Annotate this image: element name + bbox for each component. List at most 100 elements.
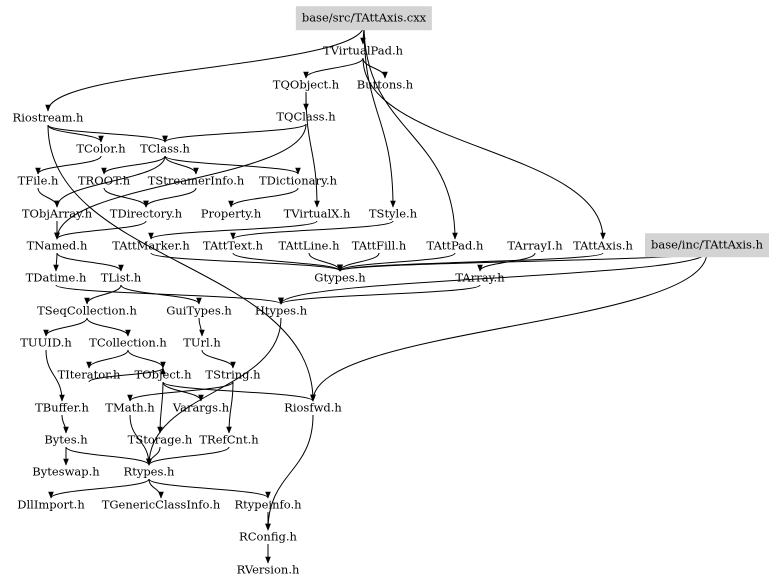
node-property[interactable]: Property.h <box>200 206 262 221</box>
edge-tqclass-to-tnamed <box>54 123 307 240</box>
edge-tclass-to-troot <box>101 155 166 175</box>
edge-root-to-tattpad <box>363 24 458 240</box>
node-tattline[interactable]: TAttLine.h <box>278 238 340 253</box>
edge-titerator-to-tobject <box>88 367 166 383</box>
edge-tobject-to-tstorage <box>157 381 164 434</box>
node-tqobject[interactable]: TQObject.h <box>272 77 340 92</box>
edge-tcollection-to-tobject <box>127 349 166 369</box>
node-gtypes[interactable]: Gtypes.h <box>314 270 366 285</box>
node-tclass[interactable]: TClass.h <box>140 141 190 156</box>
edge-tqobject-to-tvirtualx <box>305 91 320 208</box>
node-riosfwd[interactable]: Riosfwd.h <box>284 400 342 415</box>
edge-tuuid-to-tbuffer <box>45 349 65 402</box>
node-tdirectory[interactable]: TDirectory.h <box>109 206 183 221</box>
node-tobjarray[interactable]: TObjArray.h <box>21 206 93 221</box>
node-tatttext[interactable]: TAttText.h <box>202 238 264 253</box>
node-tcollection[interactable]: TCollection.h <box>89 335 167 350</box>
edge-tattpad-to-gtypes <box>337 252 456 272</box>
edge-tatttext-to-gtypes <box>232 252 343 272</box>
node-tattpad[interactable]: TAttPad.h <box>426 238 484 253</box>
edge-tclass-to-tobjarray <box>54 155 166 208</box>
edge-trefcnt-to-rtypes <box>146 446 230 466</box>
node-inctattaxis[interactable]: base/inc/TAttAxis.h <box>644 233 770 257</box>
node-tlist[interactable]: TList.h <box>100 270 142 285</box>
edge-tattaxis-to-gtypes <box>337 252 604 272</box>
edge-tseqcollection-to-tuuid <box>43 317 88 337</box>
edge-turl-to-tstring <box>201 349 236 369</box>
node-tobject[interactable]: TObject.h <box>134 367 192 382</box>
edge-tattfill-to-gtypes <box>337 252 380 272</box>
node-trefcnt[interactable]: TRefCnt.h <box>199 432 259 447</box>
node-tdatime[interactable]: TDatime.h <box>25 270 87 285</box>
edge-tnamed-to-tlist <box>56 252 124 272</box>
node-root[interactable]: base/src/TAttAxis.cxx <box>295 6 433 30</box>
node-tstorage[interactable]: TStorage.h <box>127 432 193 447</box>
edge-tseqcollection-to-tcollection <box>86 317 131 337</box>
node-dllimport[interactable]: DllImport.h <box>17 497 85 512</box>
node-tuuid[interactable]: TUUID.h <box>20 335 72 350</box>
node-tbuffer[interactable]: TBuffer.h <box>35 400 89 415</box>
edge-rtypes-to-dllimport <box>48 478 150 499</box>
node-tgenericclassinfo[interactable]: TGenericClassInfo.h <box>101 497 221 512</box>
node-tattaxis[interactable]: TAttAxis.h <box>573 238 633 253</box>
node-tmath[interactable]: TMath.h <box>105 400 155 415</box>
node-turl[interactable]: TUrl.h <box>183 335 221 350</box>
node-tcolor[interactable]: TColor.h <box>76 141 126 156</box>
node-tstring[interactable]: TString.h <box>205 367 261 382</box>
edge-bytes-to-rtypes <box>65 446 152 466</box>
node-tqclass[interactable]: TQClass.h <box>276 109 336 124</box>
edge-tstring-to-trefcnt <box>226 381 234 434</box>
node-tarray[interactable]: TArray.h <box>455 270 505 285</box>
node-rversion[interactable]: RVersion.h <box>236 562 300 577</box>
node-tattmarker[interactable]: TAttMarker.h <box>112 238 190 253</box>
node-tfile[interactable]: TFile.h <box>17 173 59 188</box>
node-byteswap[interactable]: Byteswap.h <box>32 464 100 479</box>
edge-tdictionary-to-property <box>228 187 299 208</box>
node-rconfig[interactable]: RConfig.h <box>239 529 297 544</box>
node-tseqcollection[interactable]: TSeqCollection.h <box>37 303 137 318</box>
edge-root-to-riostream <box>45 24 365 112</box>
edge-tdirectory-to-tnamed <box>54 220 147 240</box>
edge-guitypes-to-turl <box>198 317 205 337</box>
edge-inctattaxis-to-htypes <box>278 251 708 305</box>
node-tstyle[interactable]: TStyle.h <box>368 206 418 221</box>
node-tvirtualx[interactable]: TVirtualX.h <box>283 206 351 221</box>
edge-tobject-to-riosfwd <box>162 381 316 402</box>
node-tstreamerinfo[interactable]: TStreamerInfo.h <box>147 173 245 188</box>
node-varargs[interactable]: Varargs.h <box>172 400 230 415</box>
node-guitypes[interactable]: GuiTypes.h <box>166 303 232 318</box>
edge-riostream-to-tcolor <box>47 124 104 143</box>
node-tdictionary[interactable]: TDictionary.h <box>258 173 338 188</box>
edge-tarray-to-htypes <box>278 284 481 305</box>
node-rtypes[interactable]: Rtypes.h <box>123 464 175 479</box>
node-tattfill[interactable]: TAttFill.h <box>351 238 407 253</box>
edge-troot-to-tdirectory <box>103 187 149 208</box>
node-troot[interactable]: TROOT.h <box>77 173 131 188</box>
node-titerator[interactable]: TIterator.h <box>57 367 121 382</box>
node-bytes[interactable]: Bytes.h <box>44 432 88 447</box>
node-riostream[interactable]: Riostream.h <box>12 110 84 125</box>
node-tarrayi[interactable]: TArrayI.h <box>507 238 563 253</box>
edge-root-to-tstyle <box>363 24 396 208</box>
node-tvirtualpad[interactable]: TVirtualPad.h <box>322 43 404 58</box>
edge-tvirtualpad-to-tqobject <box>303 57 364 79</box>
edge-tvirtualpad-to-tattaxis <box>362 57 606 240</box>
edge-tqclass-to-tclass <box>162 123 307 143</box>
edge-tfile-to-tobjarray <box>37 187 60 208</box>
edge-inctattaxis-to-riosfwd <box>310 251 708 402</box>
edge-riosfwd-to-rconfig <box>265 414 314 531</box>
node-htypes[interactable]: Htypes.h <box>254 303 308 318</box>
node-tnamed[interactable]: TNamed.h <box>26 238 88 253</box>
edge-tvirtualx-to-tattmarker <box>148 220 318 240</box>
edge-tclass-to-tdictionary <box>164 155 301 175</box>
edge-riostream-to-tclass <box>47 124 168 143</box>
edge-rtypes-to-rtypeinfo <box>148 478 271 499</box>
edge-tnamed-to-tdatime <box>53 252 59 272</box>
node-buttons[interactable]: Buttons.h <box>356 77 414 92</box>
edge-riostream-to-riosfwd <box>47 124 316 402</box>
edge-tbuffer-to-bytes <box>61 414 69 434</box>
edge-tstring-to-tmath <box>127 381 234 402</box>
node-rtypeinfo[interactable]: Rtypeinfo.h <box>234 497 302 512</box>
